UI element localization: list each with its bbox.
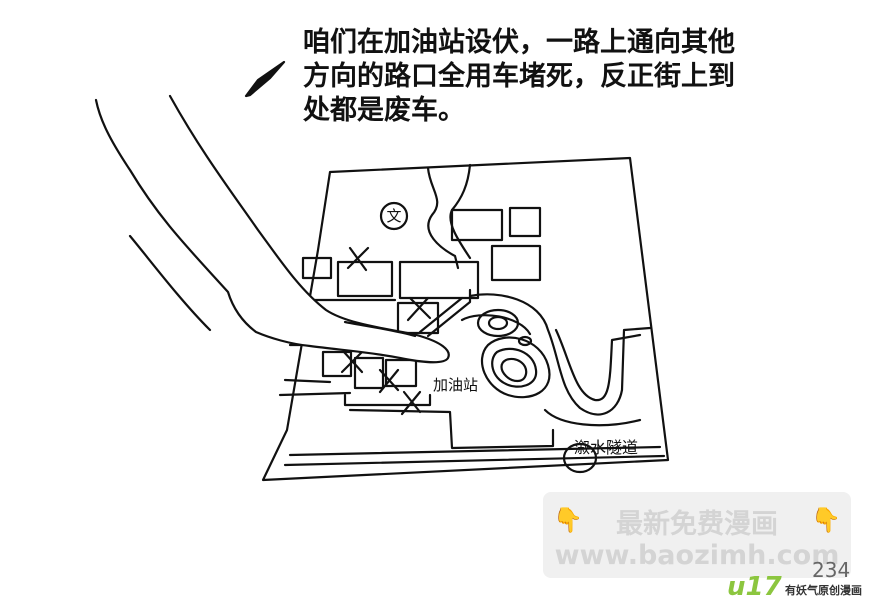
gas-station-label: 加油站 xyxy=(433,376,479,394)
building xyxy=(490,244,542,282)
building xyxy=(301,256,333,280)
blocked-mark xyxy=(346,246,370,272)
blocked-mark xyxy=(378,368,400,394)
page-number: 234 xyxy=(812,558,851,582)
brand-tagline: 有妖气原创漫画 xyxy=(785,584,862,597)
brand-logo: u17 xyxy=(727,572,782,602)
watermark-banner[interactable]: 👇 最新免费漫画 👇 www.baozimh.com xyxy=(543,492,851,578)
caption-line: 方向的路口全用车堵死，反正街上到 xyxy=(303,61,735,92)
building xyxy=(508,206,542,238)
pond xyxy=(476,308,520,338)
pointing-hand-icon: 👇 xyxy=(553,506,583,534)
blocked-mark xyxy=(406,296,432,322)
river-bank xyxy=(468,293,652,416)
pointer-stick xyxy=(418,288,472,338)
caption-line: 处都是废车。 xyxy=(303,95,465,126)
building xyxy=(384,358,418,388)
building xyxy=(336,260,394,298)
pointing-hand-icon: 👇 xyxy=(811,506,841,534)
pond-inner xyxy=(487,315,509,331)
building xyxy=(353,356,385,390)
knuckle-line xyxy=(128,234,212,332)
speech-caption: 咱们在加油站设伏，一路上通向其他 方向的路口全用车堵死，反正街上到 处都是废车。 xyxy=(303,26,803,128)
watermark-title: 最新免费漫画 xyxy=(616,509,778,540)
building xyxy=(398,260,480,300)
school-marker xyxy=(379,201,409,231)
blocked-mark xyxy=(400,390,422,416)
speech-tail-stroke xyxy=(244,60,286,98)
road xyxy=(283,445,666,467)
building xyxy=(450,208,504,242)
island-peak xyxy=(517,335,533,347)
pointing-hand xyxy=(94,94,450,364)
caption-line: 咱们在加油站设伏，一路上通向其他 xyxy=(303,27,735,58)
river-bank xyxy=(543,408,642,427)
island-contour xyxy=(491,347,538,388)
blocked-mark xyxy=(340,350,364,374)
island-contour xyxy=(500,357,528,383)
river-bank xyxy=(460,314,532,336)
river-path xyxy=(426,163,472,270)
tunnel-label: 溆水隧道 xyxy=(574,438,639,457)
watermark-url[interactable]: www.baozimh.com xyxy=(554,540,840,571)
school-label: 文 xyxy=(386,207,402,225)
river-bank xyxy=(554,328,642,402)
map-border xyxy=(261,156,670,482)
road xyxy=(343,393,555,450)
knuckle-line xyxy=(343,320,417,338)
tunnel-marker xyxy=(562,442,598,474)
